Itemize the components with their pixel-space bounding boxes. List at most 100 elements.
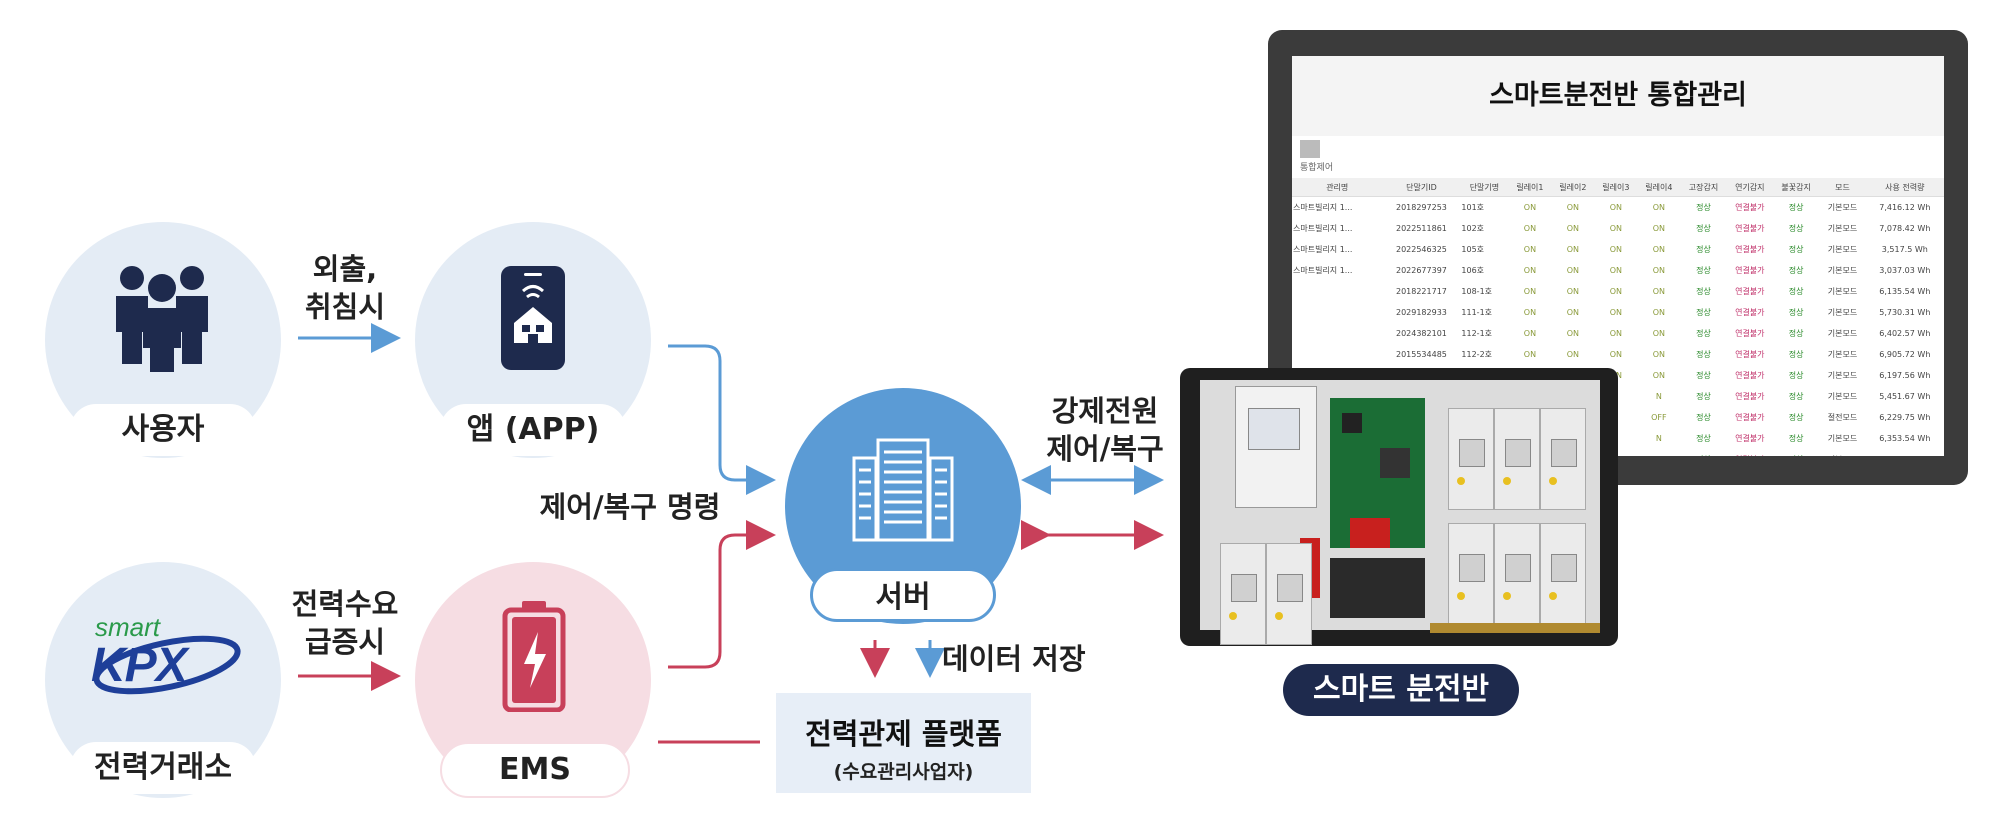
- table-cell: 정상: [1788, 392, 1804, 401]
- table-cell: ON: [1609, 287, 1622, 296]
- column-header[interactable]: 릴레이2: [1551, 178, 1595, 197]
- kpx-label: 전력거래소: [70, 742, 256, 794]
- table-cell: 정상: [1696, 203, 1711, 212]
- column-header[interactable]: 단말기ID: [1382, 178, 1461, 197]
- table-cell: 기본모드: [1827, 287, 1858, 296]
- table-cell: 정상: [1788, 413, 1804, 422]
- control-restore-cmd-label: 제어/복구 명령: [539, 490, 721, 524]
- table-cell: ON: [1523, 203, 1537, 212]
- table-cell: 정상: [1696, 287, 1711, 296]
- table-cell: 정상: [1696, 434, 1711, 443]
- table-cell: 기본모드: [1827, 434, 1858, 443]
- table-cell: ON: [1523, 224, 1537, 233]
- table-cell: 연결불가: [1735, 413, 1765, 422]
- table-cell: N: [1637, 449, 1680, 456]
- table-cell: 105호: [1461, 245, 1485, 254]
- table-cell: 정상: [1788, 203, 1804, 212]
- table-cell: 정상: [1788, 350, 1804, 359]
- column-header[interactable]: 사용 전력량: [1865, 178, 1944, 197]
- table-cell: 스마트빌리지 1...: [1293, 245, 1353, 254]
- table-cell: [1292, 323, 1382, 344]
- smart-panel-photo: [1180, 368, 1618, 646]
- column-header[interactable]: 단말기명: [1460, 178, 1509, 197]
- arrow-app-to-server: [668, 344, 776, 495]
- table-cell: 기본모드: [1827, 308, 1858, 317]
- column-header[interactable]: 릴레이1: [1508, 178, 1552, 197]
- column-header[interactable]: 불꽃감지: [1772, 178, 1820, 197]
- table-cell: 2022677397: [1395, 266, 1447, 275]
- table-cell: 연결불가: [1735, 350, 1765, 359]
- table-cell: ON: [1652, 329, 1665, 338]
- table-cell: ON: [1523, 350, 1537, 359]
- table-cell: 7,416.12 Wh: [1879, 203, 1931, 212]
- power-control-platform: 전력관제 플랫폼 (수요관리사업자): [776, 693, 1031, 793]
- table-cell: 7,078.42 Wh: [1879, 224, 1931, 233]
- smart-panel-label: 스마트 분전반: [1283, 664, 1519, 716]
- table-cell: [1292, 281, 1382, 302]
- data-store-label: 데이터 저장: [942, 642, 1086, 676]
- table-cell: ON: [1566, 329, 1580, 338]
- table-cell: ON: [1523, 308, 1537, 317]
- column-header[interactable]: 모드: [1819, 178, 1866, 197]
- column-header[interactable]: 고장감지: [1680, 178, 1727, 197]
- table-cell: [1292, 344, 1382, 365]
- table-cell: N: [1655, 392, 1662, 401]
- table-cell: 연결불가: [1735, 434, 1765, 443]
- table-cell: 정상: [1788, 287, 1804, 296]
- app-label: 앱 (APP): [440, 404, 626, 456]
- table-cell: 정상: [1696, 350, 1711, 359]
- table-cell: ON: [1523, 329, 1537, 338]
- table-cell: ON: [1652, 350, 1665, 359]
- table-cell: 스마트빌리지 1...: [1293, 224, 1353, 233]
- table-cell: 연결불가: [1735, 329, 1765, 338]
- table-cell: ON: [1609, 266, 1622, 275]
- column-header[interactable]: 릴레이3: [1594, 178, 1638, 197]
- user-label: 사용자: [70, 404, 256, 456]
- table-cell: ON: [1652, 224, 1665, 233]
- table-cell: 2018297253: [1395, 203, 1447, 212]
- table-cell: 정상: [1680, 449, 1726, 456]
- column-header[interactable]: 관리명: [1292, 178, 1383, 197]
- table-cell: 111-1호: [1461, 308, 1493, 317]
- table-cell: 기본모드: [1819, 449, 1865, 456]
- table-cell: ON: [1609, 350, 1622, 359]
- table-cell: 정상: [1788, 371, 1804, 380]
- table-cell: 기본모드: [1827, 224, 1858, 233]
- table-cell: 정상: [1696, 371, 1711, 380]
- table-cell: 6,353.54 Wh: [1879, 434, 1931, 443]
- table-cell: 기본모드: [1827, 371, 1858, 380]
- table-cell: 106호: [1461, 266, 1485, 275]
- table-cell: 2015534485: [1395, 350, 1447, 359]
- table-cell: 정상: [1696, 413, 1711, 422]
- table-cell: 연결불가: [1735, 392, 1765, 401]
- table-cell: 정상: [1696, 266, 1711, 275]
- table-cell: 정상: [1696, 224, 1711, 233]
- arrow-ems-to-server: [668, 520, 776, 669]
- column-header[interactable]: 연기감지: [1726, 178, 1773, 197]
- table-cell: 스마트빌리지 1...: [1293, 266, 1353, 275]
- table-cell: 101호: [1461, 203, 1485, 212]
- column-header[interactable]: 릴레이4: [1637, 178, 1681, 197]
- control-icon: [1300, 140, 1320, 158]
- table-cell: ON: [1566, 203, 1580, 212]
- table-cell: 5,570.32 Wh: [1866, 449, 1944, 456]
- table-cell: 정상: [1788, 329, 1804, 338]
- table-cell: 기본모드: [1827, 245, 1858, 254]
- integrated-control-toolbar[interactable]: 통합제어: [1300, 140, 1333, 173]
- outing-label: 외출,취침시: [304, 252, 386, 324]
- platform-title: 전력관제 플랫폼: [805, 717, 1002, 751]
- table-cell: 2018221717: [1395, 287, 1447, 296]
